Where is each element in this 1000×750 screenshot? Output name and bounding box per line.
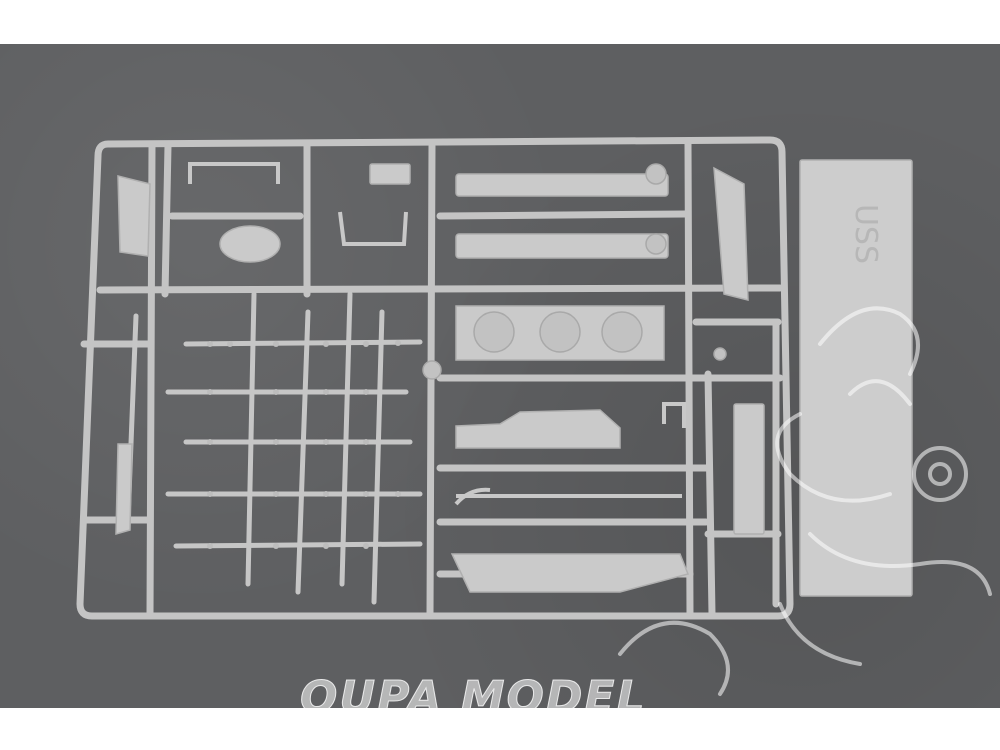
- watermark-text: OUPA MODEL: [300, 672, 647, 709]
- model-kit-sprue-icon: USS: [76, 136, 913, 620]
- product-photo: USS OUPA MODEL: [0, 44, 1000, 708]
- watermark-mascot-icon: [618, 306, 992, 696]
- sprue-plate-text: USS: [848, 204, 883, 264]
